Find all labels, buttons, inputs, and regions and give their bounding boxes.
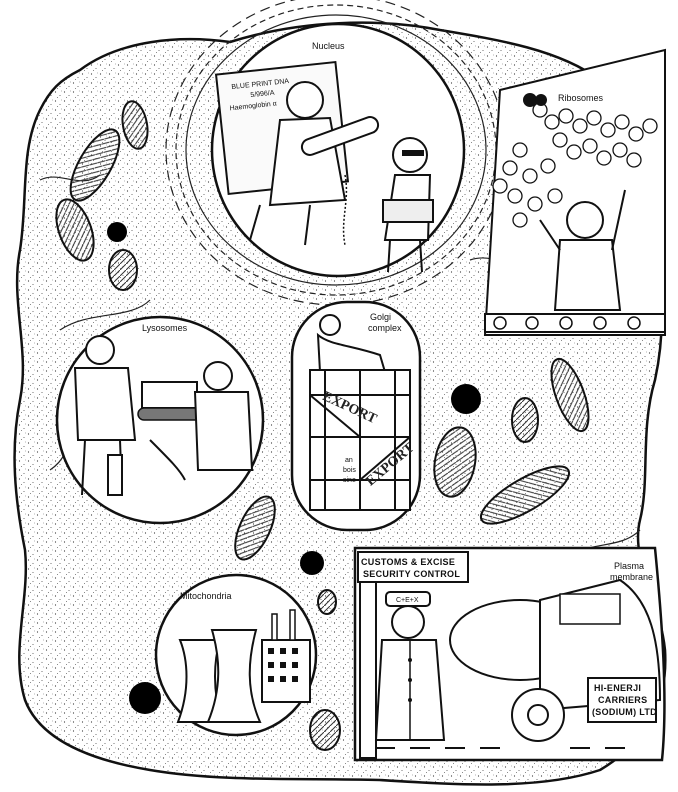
mitochondria-panel: Mitochondria	[154, 573, 318, 737]
lysosomes-label: Lysosomes	[142, 323, 188, 333]
mitochondria-organelles	[55, 100, 590, 751]
officer-cap-badge: C+E+X	[396, 597, 419, 604]
amino-acid-chain	[492, 102, 658, 228]
crate-stencil-2: bois	[343, 467, 356, 474]
customs-sign-line-2: SECURITY CONTROL	[363, 569, 460, 579]
golgi-panel: Golgi complex EXPORT EXPORT an bois sine	[290, 300, 422, 532]
courier-case	[382, 199, 434, 223]
crate-stencil-3: sine	[343, 477, 356, 484]
mitochondrion	[317, 589, 337, 615]
mitochondrion	[108, 249, 138, 291]
truck-sign	[587, 677, 657, 723]
cooling-tower	[206, 629, 262, 723]
ribosome-unit	[535, 94, 547, 106]
golgi-label-line-1: Golgi	[370, 312, 391, 322]
customs-sign	[357, 551, 469, 583]
mitochondrion	[309, 709, 341, 751]
ribosome-unit	[523, 93, 537, 107]
truck-sign-line-1: HI-ENERJI	[594, 683, 641, 693]
ribosomes-panel: Ribosomes	[483, 48, 666, 336]
plasma-label-line-2: membrane	[610, 572, 653, 582]
lysosomes-panel: Lysosomes	[55, 315, 265, 525]
mitochondrion	[234, 495, 276, 561]
dark-granules	[107, 222, 481, 714]
bulldozer	[141, 381, 198, 409]
mitochondrion	[121, 100, 149, 150]
nucleus-label: Nucleus	[312, 41, 345, 51]
scientist-head	[286, 81, 324, 119]
mitochondrion	[433, 426, 477, 498]
mitochondria-label: Mitochondria	[180, 591, 232, 601]
golgi-label-line-2: complex	[368, 323, 402, 333]
mitochondrion	[550, 357, 590, 433]
nucleus-panel: Nucleus BLUE PRINT DNA 5/996/A Haemoglob…	[210, 22, 466, 278]
customs-sign-line-1: CUSTOMS & EXCISE	[361, 557, 455, 567]
plasma-label-line-1: Plasma	[614, 561, 644, 571]
mitochondrion	[511, 397, 539, 443]
blueprint-line-3: Haemoglobin α	[229, 100, 277, 112]
truck-sign-line-3: (SODIUM) LTD	[592, 707, 657, 717]
worker-head	[566, 201, 604, 239]
mitochondrion	[55, 198, 95, 262]
export-crate	[309, 369, 411, 511]
jackhammer	[107, 454, 123, 496]
blueprint-line-2: 5/996/A	[250, 90, 275, 100]
ribosomes-label: Ribosomes	[558, 93, 604, 103]
crate-stencil-1: an	[345, 457, 353, 464]
mitochondrion	[479, 465, 571, 525]
truck-sign-line-2: CARRIERS	[598, 695, 647, 705]
rolled-blueprint	[300, 116, 380, 156]
mitochondrion	[69, 128, 121, 202]
plasma-membrane-panel: Plasma membrane CUSTOMS & EXCISE SECURIT…	[353, 546, 666, 762]
